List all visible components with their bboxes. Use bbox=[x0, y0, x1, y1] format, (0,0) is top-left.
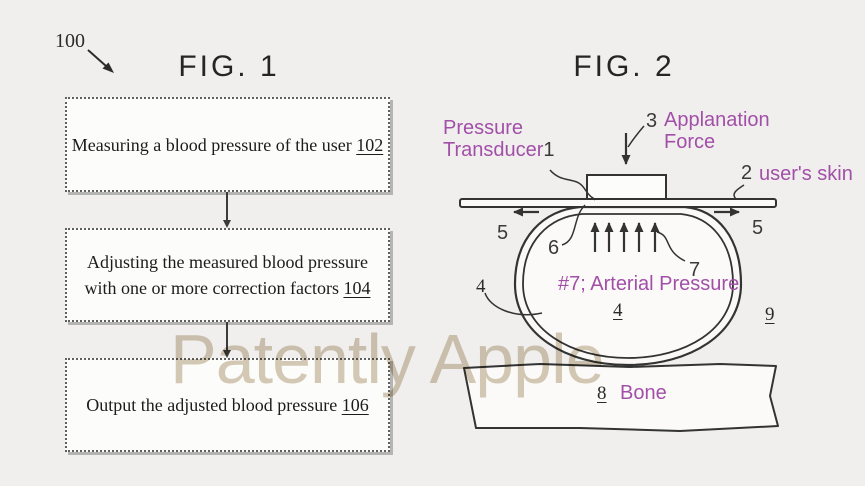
flow-step-output: Output the adjusted blood pressure 106 bbox=[65, 358, 390, 452]
tissue-ref: 9 bbox=[765, 304, 775, 325]
flow-arrow-down bbox=[221, 322, 233, 358]
arrow-head-icon bbox=[223, 220, 231, 228]
transducer-rect bbox=[586, 174, 667, 200]
artery-inner-wall bbox=[522, 213, 734, 359]
leader-lines bbox=[484, 125, 745, 316]
flow-step-adjust: Adjusting the measured blood pressure wi… bbox=[65, 228, 390, 322]
bone-ref: 8 bbox=[597, 383, 607, 404]
arrow-head-icon bbox=[223, 350, 231, 358]
arterial-arrow-ref: 7 bbox=[689, 259, 701, 281]
diagram-ref-100: 100 bbox=[55, 30, 85, 52]
lateral-left-ref: 5 bbox=[497, 222, 509, 244]
fig1-title: FIG. 1 bbox=[178, 50, 280, 83]
arterial-pressure-label: #7; Arterial Pressure bbox=[558, 273, 740, 295]
step-ref: 102 bbox=[356, 134, 384, 155]
bone-label: Bone bbox=[620, 382, 667, 404]
applanation-force-label: Applanation Force bbox=[664, 109, 770, 153]
pressure-transducer-label: Pressure Transducer1 bbox=[443, 117, 561, 161]
flow-arrow-down bbox=[221, 192, 233, 228]
artery-inner-ref: 4 bbox=[613, 300, 623, 321]
pressure-transducer-text: Pressure Transducer bbox=[443, 117, 544, 161]
step-ref: 104 bbox=[343, 278, 371, 298]
step-label: Measuring a blood pressure of the user bbox=[71, 134, 352, 155]
arrow-shaft bbox=[226, 322, 228, 350]
fig2-title: FIG. 2 bbox=[573, 50, 675, 83]
artery-wall-ref: 4 bbox=[476, 276, 486, 297]
bone-shape bbox=[463, 363, 779, 432]
leader-skin-2 bbox=[733, 184, 745, 200]
leader-transducer-1 bbox=[549, 169, 596, 201]
leader-applanation-3 bbox=[627, 125, 645, 148]
flow-step-text: Output the adjusted blood pressure 106 bbox=[86, 392, 368, 418]
ref-100-arrow-icon bbox=[87, 49, 114, 73]
step-label: Adjusting the measured blood pressure wi… bbox=[84, 252, 368, 298]
flow-step-measure: Measuring a blood pressure of the user 1… bbox=[65, 97, 390, 192]
users-skin-label: user's skin bbox=[759, 163, 853, 185]
fig2-diagram bbox=[459, 125, 779, 432]
lateral-right-ref: 5 bbox=[752, 217, 764, 239]
arterial-pressure-arrows bbox=[590, 222, 660, 252]
skin-line bbox=[459, 198, 777, 208]
leader-arrow-7 bbox=[656, 231, 686, 262]
flow-step-text: Adjusting the measured blood pressure wi… bbox=[81, 249, 375, 301]
pressure-transducer-ref: 1 bbox=[543, 139, 555, 161]
arrow-shaft bbox=[226, 192, 228, 220]
step-ref: 106 bbox=[341, 395, 369, 415]
flattened-region-ref: 6 bbox=[548, 237, 560, 259]
leader-flattened-6 bbox=[561, 204, 586, 246]
leader-wall-4 bbox=[484, 292, 543, 316]
flow-step-text: Measuring a blood pressure of the user 1… bbox=[72, 132, 383, 158]
skin-ref: 2 bbox=[741, 162, 753, 184]
step-label: Output the adjusted blood pressure bbox=[86, 395, 338, 415]
applanation-ref: 3 bbox=[646, 110, 658, 132]
